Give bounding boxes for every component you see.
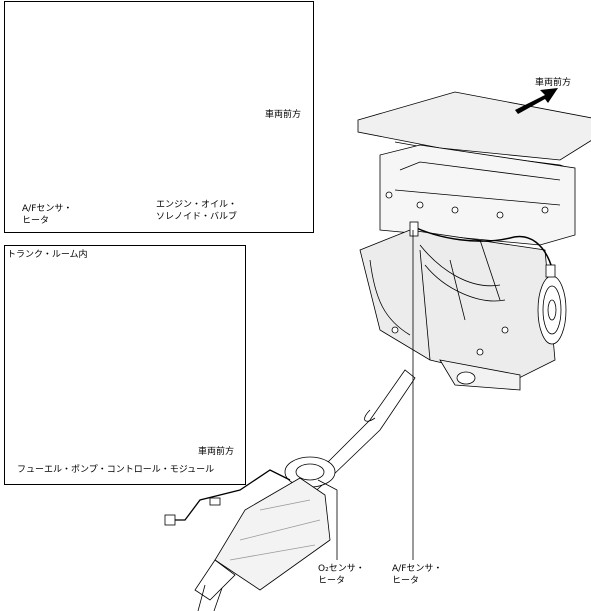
trunk-title: トランク・ルーム内	[7, 250, 88, 260]
af-sensor-heater-label-inset: A/Fセンサ・ ヒータ	[22, 204, 73, 226]
af-sensor-heater-label-main: A/Fセンサ・ ヒータ	[392, 564, 443, 586]
main-engine-drawing	[164, 91, 591, 611]
fuel-pump-module-label: フューエル・ポンプ・コントロール・モジュール	[17, 465, 215, 475]
leader-lines-main	[317, 230, 414, 560]
trunk-inset-panel	[4, 245, 246, 485]
engine-inset-panel	[4, 1, 314, 233]
main-front-arrow-icon	[515, 88, 558, 114]
solenoid-valve-label: エンジン・オイル・ ソレノイド・バルブ	[156, 200, 238, 222]
o2-sensor-heater-label: O₂センサ・ ヒータ	[318, 564, 365, 586]
front-label-main: 車両前方	[535, 78, 572, 88]
front-label-inset: 車両前方	[265, 110, 302, 120]
front-label-trunk: 車両前方	[198, 447, 235, 457]
